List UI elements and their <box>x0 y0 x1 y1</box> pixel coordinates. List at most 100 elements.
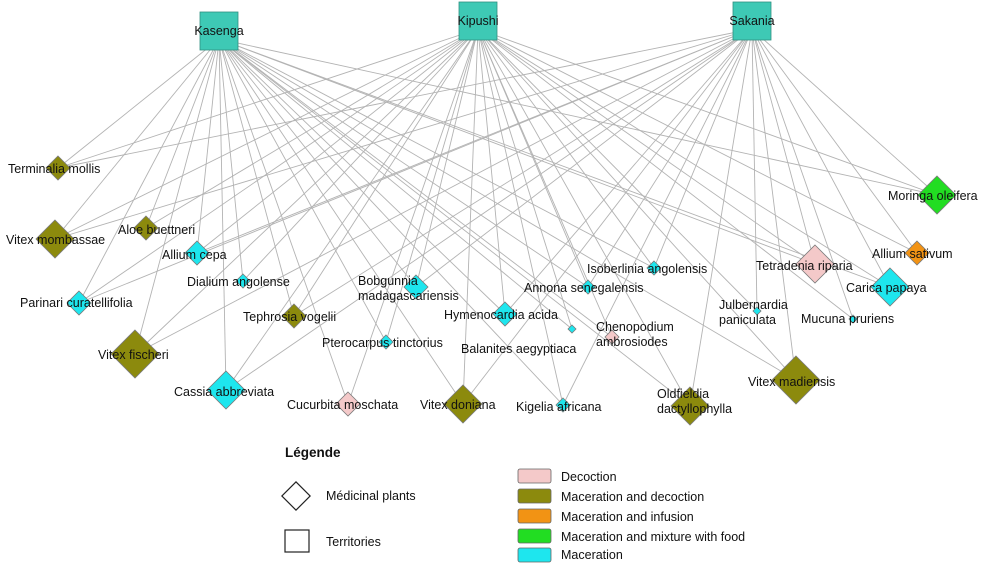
plant-label-aloe: Aloe buettneri <box>118 223 195 237</box>
edge-kasenga-pterocarpus <box>218 38 387 343</box>
edge-kasenga-bobgunnia <box>218 38 417 288</box>
edge-kipushi-tetradenia <box>477 28 816 265</box>
edge-kipushi-moringa <box>477 28 938 196</box>
plant-label-vitex_fischeri: Vitex fischeri <box>98 348 169 362</box>
edge-sakania-bobgunnia <box>415 28 753 288</box>
edge-sakania-cassia <box>225 28 753 391</box>
legend-square-icon <box>284 529 310 553</box>
plant-node-pterocarpus <box>378 334 394 350</box>
edge-sakania-vitex_madiensis <box>751 28 797 381</box>
plant-label-dialium: Dialium angolense <box>187 275 290 289</box>
edge-kipushi-vitex_mombassae <box>54 28 479 240</box>
edge-kasenga-kigelia <box>218 38 564 406</box>
edge-kasenga-vitex_mombassae <box>54 38 220 240</box>
legend-territories-label: Territories <box>326 535 381 549</box>
legend: Légende Médicinal plants Territories Dec… <box>281 445 745 563</box>
edge-kasenga-tetradenia <box>218 38 816 265</box>
legend-plants-label: Médicinal plants <box>326 489 416 503</box>
edge-kipushi-carica <box>477 28 891 288</box>
territory-label-sakania: Sakania <box>729 14 774 28</box>
edge-kipushi-cucurbita <box>347 28 479 405</box>
plant-node-parinari <box>66 290 92 316</box>
plant-node-annona <box>580 279 596 295</box>
edge-kasenga-tephrosia <box>218 38 295 317</box>
plant-label-pterocarpus: Pterocarpus tinctorius <box>322 336 443 350</box>
plant-label-tetradenia: Tetradenia riparia <box>756 259 853 273</box>
edge-sakania-kigelia <box>562 28 753 406</box>
edge-kasenga-moringa <box>218 38 938 196</box>
edge-kipushi-cassia <box>225 28 479 391</box>
edge-sakania-oldfieldia <box>689 28 753 407</box>
edge-sakania-tetradenia <box>751 28 816 265</box>
plant-label-bobgunnia-line-1: Bobgunnia <box>358 274 418 288</box>
edge-kasenga-allium_cepa <box>196 38 220 254</box>
edge-sakania-mucuna <box>751 28 854 320</box>
edge-kipushi-allium_sativum <box>477 28 918 254</box>
edge-kipushi-vitex_fischeri <box>134 28 479 355</box>
plant-label-tephrosia: Tephrosia vogelii <box>243 310 336 324</box>
edge-kipushi-julbernardia <box>477 28 758 312</box>
legend-maceration-food-label: Maceration and mixture with food <box>561 530 745 544</box>
plant-node-vitex_doniana <box>443 384 483 424</box>
legend-swatch-decoction <box>517 468 552 484</box>
plant-node-isoberlinia <box>646 260 662 276</box>
plant-label-hymenocardia: Hymenocardia acida <box>444 308 558 322</box>
legend-title: Légende <box>285 445 341 460</box>
edge-kipushi-oldfieldia <box>477 28 691 407</box>
plant-node-kigelia <box>555 397 571 413</box>
edge-kasenga-annona <box>218 38 589 288</box>
edge-kasenga-vitex_doniana <box>218 38 464 405</box>
territory-node-kipushi <box>458 1 498 41</box>
plant-node-bobgunnia <box>403 274 429 300</box>
legend-swatch-maceration-food <box>517 528 552 544</box>
plant-label-balanites: Balanites aegyptiaca <box>461 342 576 356</box>
plant-node-hymenocardia <box>492 301 518 327</box>
plant-label-julbernardia-line-2: paniculata <box>719 313 776 327</box>
edge-sakania-vitex_mombassae <box>54 28 753 240</box>
plant-node-oldfieldia <box>670 386 710 426</box>
plant-node-dialium <box>235 273 251 289</box>
plant-label-cucurbita: Cucurbita moschata <box>287 398 398 412</box>
edge-kasenga-balanites <box>218 38 573 330</box>
plant-node-cucurbita <box>335 391 361 417</box>
edge-sakania-carica <box>751 28 891 288</box>
edge-kipushi-tephrosia <box>293 28 479 317</box>
plant-node-tetradenia <box>795 244 835 284</box>
plant-label-kigelia: Kigelia africana <box>516 400 602 414</box>
legend-decoction-label: Decoction <box>561 470 617 484</box>
plant-label-julbernardia-line-1: Julbernardia <box>719 298 788 312</box>
plant-label-chenopodium-line-1: Chenopodium <box>596 320 674 334</box>
edge-sakania-moringa <box>751 28 938 196</box>
legend-diamond-icon <box>281 481 311 511</box>
edge-sakania-allium_sativum <box>751 28 918 254</box>
edge-kipushi-isoberlinia <box>477 28 655 269</box>
plant-label-vitex_doniana: Vitex doniana <box>420 398 496 412</box>
legend-maceration-decoction-label: Maceration and decoction <box>561 490 704 504</box>
plant-node-terminalia <box>45 155 71 181</box>
territory-label-kipushi: Kipushi <box>458 14 499 28</box>
edge-kipushi-terminalia <box>57 28 479 169</box>
edge-kipushi-vitex_madiensis <box>477 28 797 381</box>
edge-sakania-vitex_fischeri <box>134 28 753 355</box>
edge-kasenga-oldfieldia <box>218 38 691 407</box>
edge-kipushi-vitex_doniana <box>462 28 479 405</box>
plant-label-cassia: Cassia abbreviata <box>174 385 274 399</box>
plant-label-annona: Annona senegalensis <box>524 281 644 295</box>
edge-kasenga-chenopodium <box>218 38 613 338</box>
edge-kipushi-hymenocardia <box>477 28 506 315</box>
edge-sakania-vitex_doniana <box>462 28 753 405</box>
plant-label-bobgunnia-line-2: madagascariensis <box>358 289 459 303</box>
edge-sakania-isoberlinia <box>653 28 753 269</box>
plant-label-allium_sativum: Allium sativum <box>872 247 953 261</box>
plant-label-isoberlinia: Isoberlinia angolensis <box>587 262 707 276</box>
legend-swatch-maceration-decoction <box>517 488 552 504</box>
edge-kipushi-pterocarpus <box>385 28 479 343</box>
edge-sakania-hymenocardia <box>504 28 753 315</box>
plant-node-vitex_fischeri <box>110 329 160 379</box>
edge-sakania-annona <box>587 28 753 288</box>
plant-node-tephrosia <box>281 303 307 329</box>
edge-kasenga-cucurbita <box>218 38 349 405</box>
